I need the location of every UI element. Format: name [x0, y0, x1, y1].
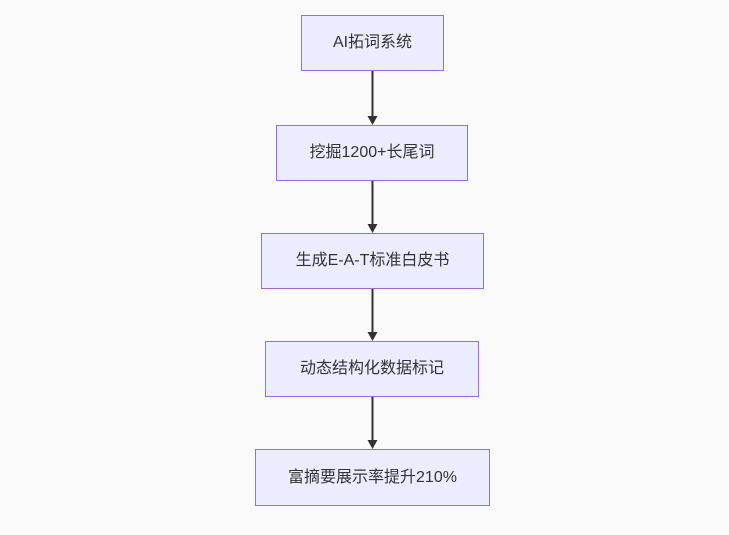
edge-arrow-2-3	[367, 181, 378, 233]
arrowhead-down-icon	[367, 332, 378, 341]
edge-arrow-1-2	[367, 71, 378, 125]
flowchart-node-structured-data-markup: 动态结构化数据标记	[265, 341, 479, 397]
arrowhead-down-icon	[367, 440, 378, 449]
node-label: 富摘要展示率提升210%	[288, 468, 457, 486]
edge-arrow-3-4	[367, 289, 378, 341]
flowchart-node-longtail-mining: 挖掘1200+长尾词	[276, 125, 468, 181]
node-label: 生成E-A-T标准白皮书	[295, 252, 450, 270]
flowchart-node-ai-keyword-system: AI拓词系统	[301, 15, 444, 71]
flowchart-node-rich-snippet-rate: 富摘要展示率提升210%	[255, 449, 490, 506]
arrowhead-down-icon	[367, 224, 378, 233]
flowchart-node-eat-whitepaper: 生成E-A-T标准白皮书	[261, 233, 484, 289]
node-label: 动态结构化数据标记	[299, 360, 444, 378]
arrowhead-down-icon	[367, 116, 378, 125]
edge-arrow-4-5	[367, 397, 378, 449]
node-label: 挖掘1200+长尾词	[309, 144, 435, 162]
node-label: AI拓词系统	[332, 34, 413, 52]
